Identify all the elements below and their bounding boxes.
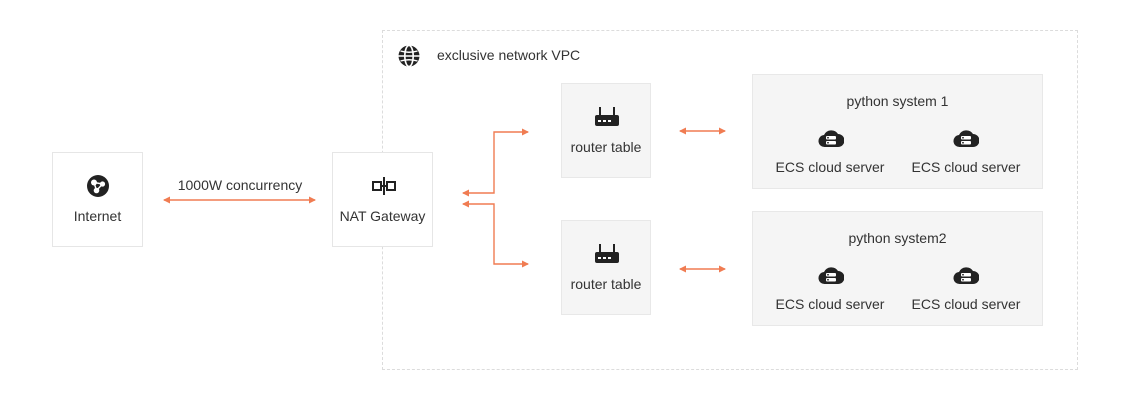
cloud-server-icon	[818, 267, 844, 285]
internet-label: Internet	[73, 208, 122, 224]
nat-router-2-connector	[462, 200, 529, 268]
globe-icon	[398, 44, 420, 68]
python-system-1: python system 1 ECS cloud server ECS clo…	[752, 74, 1043, 189]
nat-router-1-connector	[462, 128, 529, 197]
internet-node: Internet	[52, 152, 143, 247]
internet-icon	[87, 175, 109, 197]
cloud-server-icon	[953, 267, 979, 285]
router-icon	[595, 244, 619, 263]
python-system-2: python system2 ECS cloud server ECS clou…	[752, 211, 1043, 326]
router-table-2: router table	[561, 220, 651, 315]
nat-gateway-label: NAT Gateway	[339, 208, 426, 224]
router-table-1: router table	[561, 83, 651, 178]
router-icon	[595, 107, 619, 126]
cloud-server-icon	[953, 130, 979, 148]
nat-gateway-node: NAT Gateway	[332, 152, 433, 247]
ecs-server-label: ECS cloud server	[911, 159, 1021, 175]
system-title: python system2	[848, 230, 947, 246]
system-title: python system 1	[846, 93, 949, 109]
vpc-title: exclusive network VPC	[437, 47, 581, 63]
router-table-label: router table	[570, 276, 642, 292]
ecs-server-label: ECS cloud server	[775, 159, 885, 175]
ecs-server-label: ECS cloud server	[911, 296, 1021, 312]
cloud-server-icon	[818, 130, 844, 148]
nat-gateway-icon	[372, 177, 396, 195]
router-table-label: router table	[570, 139, 642, 155]
concurrency-label: 1000W concurrency	[177, 177, 303, 193]
ecs-server-label: ECS cloud server	[775, 296, 885, 312]
